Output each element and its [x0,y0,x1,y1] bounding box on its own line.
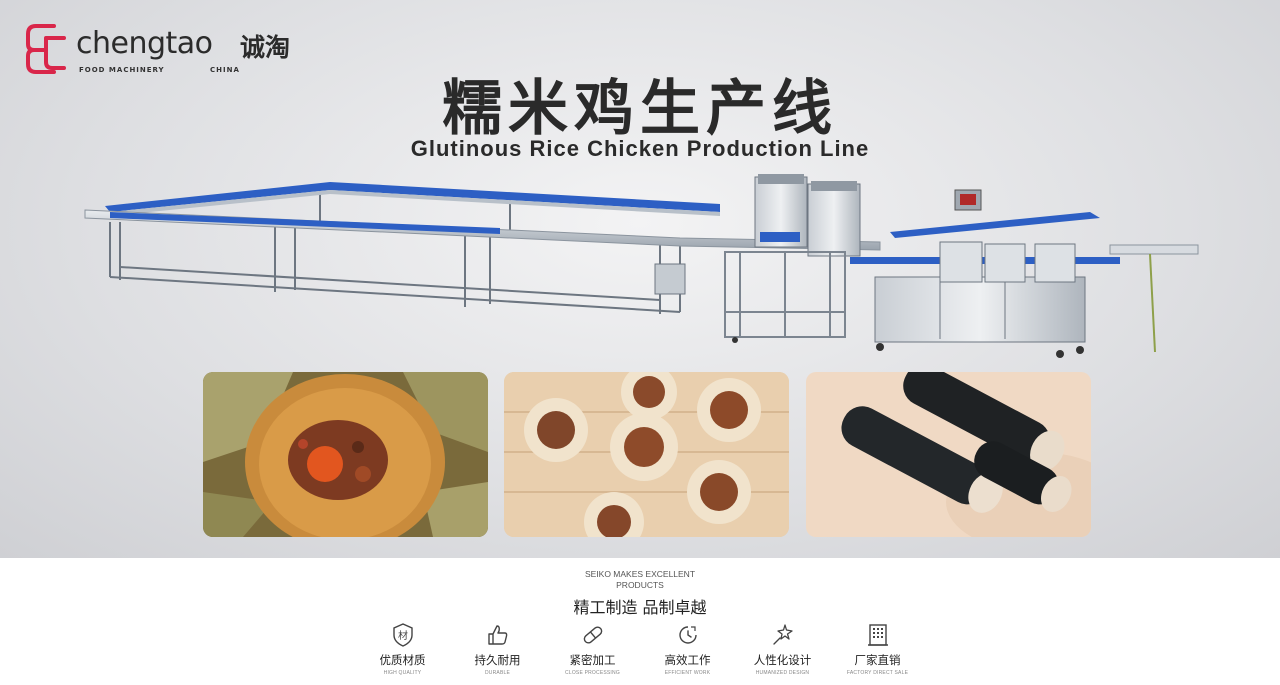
production-line-illustration [84,174,1199,358]
photo-seaweed-roll [806,372,1091,537]
svg-text:材: 材 [398,629,408,642]
building-icon [867,624,888,646]
feature-item-efficient: 高效工作 EFFICIENT WORK [640,622,735,682]
shaomai-steamer-photo-icon [504,372,789,537]
photo-lotus-leaf-rice [203,372,488,537]
clock-icon [678,626,697,644]
hero-banner: chengtao 诚淘 FOOD MACHINERY CHINA 糯米鸡生产线 … [0,0,1280,558]
seaweed-rice-roll-photo-icon [806,372,1091,537]
slogan-en-line2: PRODUCTS [616,580,664,590]
feature-sublabel: EFFICIENT WORK [664,670,711,676]
slogan-en-line1: SEIKO MAKES EXCELLENT [584,569,696,579]
feature-item-durable: 持久耐用 DURABLE [450,622,545,682]
brand-sub-left: FOOD MACHINERY [79,66,165,74]
feature-item-humanized: 人性化设计 HUMANIZED DESIGN [735,622,830,682]
feature-sublabel: DURABLE [484,670,511,676]
sparkle-icon [772,624,793,645]
feature-list: 材 优质材质 HIGH QUALITY 持久耐用 DURABLE 紧密加工 CL… [355,622,925,682]
feature-item-factory: 厂家直销 FACTORY DIRECT SALE [830,622,925,682]
feature-sublabel: FACTORY DIRECT SALE [846,670,909,676]
feature-item-processing: 紧密加工 CLOSE PROCESSING [545,622,640,682]
lotus-leaf-rice-photo-icon [203,372,488,537]
feature-label: 高效工作 [664,653,711,667]
brand-name-cn: 诚淘 [240,33,291,62]
feature-item-material: 材 优质材质 HIGH QUALITY [355,622,450,682]
feature-sublabel: HUMANIZED DESIGN [755,670,810,676]
feature-label: 厂家直销 [854,653,901,667]
slogan-cn: 精工制造 品制卓越 [573,598,707,617]
thumbs-up-icon [487,625,507,645]
slogan-en: SEIKO MAKES EXCELLENT PRODUCTS [0,569,1280,591]
feature-sublabel: CLOSE PROCESSING [565,670,620,676]
feature-label: 持久耐用 [474,653,521,667]
feature-label: 人性化设计 [753,653,812,667]
feature-label: 优质材质 [379,653,426,667]
capsule-icon [583,626,602,644]
material-icon: 材 [392,623,413,647]
brand-name: chengtao [76,26,213,61]
photo-shaomai [504,372,789,537]
feature-sublabel: HIGH QUALITY [383,670,422,676]
chengtao-logo-icon [26,24,66,74]
page-title: 糯米鸡生产线 [442,74,838,144]
page-subtitle: Glutinous Rice Chicken Production Line [410,136,870,161]
brand-sub-right: CHINA [210,66,240,74]
feature-label: 紧密加工 [569,653,616,667]
brand-logo[interactable]: chengtao 诚淘 FOOD MACHINERY CHINA [24,22,324,78]
